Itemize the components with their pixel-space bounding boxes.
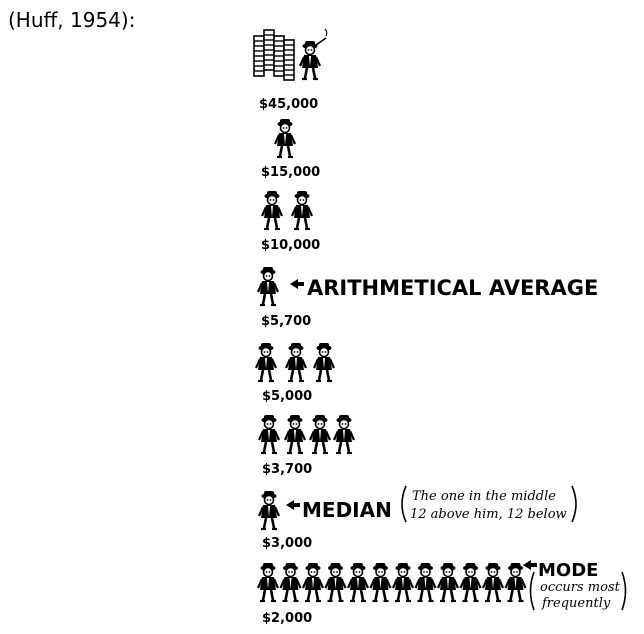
rich-man-icon bbox=[298, 28, 328, 81]
person-icon bbox=[459, 561, 482, 603]
person-icon bbox=[260, 189, 284, 231]
person-icon bbox=[284, 341, 308, 383]
arithmetical-average-label: ARITHMETICAL AVERAGE bbox=[307, 276, 598, 300]
salary-label: $5,000 bbox=[262, 389, 312, 404]
person-icon bbox=[332, 413, 356, 455]
person-icon bbox=[301, 561, 325, 603]
median-label: MEDIAN bbox=[302, 498, 392, 522]
left-bracket bbox=[529, 571, 535, 611]
person-icon bbox=[391, 561, 415, 603]
person-icon bbox=[308, 413, 332, 455]
mode-note-line-2: frequently bbox=[541, 596, 611, 611]
person-icon bbox=[436, 561, 460, 603]
person-icon bbox=[254, 341, 278, 383]
person-icon bbox=[369, 561, 392, 603]
salary-label: $3,700 bbox=[262, 462, 312, 477]
median-note-line-1: The one in the middle bbox=[412, 489, 556, 504]
row-3700: $3,700 bbox=[257, 413, 356, 477]
person-icon bbox=[324, 561, 347, 603]
salary-label: $2,000 bbox=[262, 611, 312, 626]
arrow-left-icon bbox=[523, 560, 537, 570]
mode-label: MODE bbox=[538, 560, 598, 581]
row-5700: ARITHMETICAL AVERAGE $5,700 bbox=[256, 265, 598, 329]
left-bracket bbox=[401, 485, 407, 523]
coin-stacks-icon bbox=[253, 29, 295, 81]
median-note-line-2: 12 above him, 12 below bbox=[410, 507, 567, 522]
person-icon bbox=[290, 189, 314, 231]
row-45000: $45,000 bbox=[253, 28, 328, 112]
arrow-left-icon bbox=[286, 500, 300, 510]
person-icon bbox=[279, 561, 302, 603]
person-icon bbox=[346, 561, 370, 603]
person-icon bbox=[283, 413, 307, 455]
row-3000: MEDIAN The one in the middle 12 above hi… bbox=[257, 485, 577, 551]
person-icon bbox=[256, 561, 280, 603]
row-5000: $5,000 bbox=[254, 341, 336, 404]
person-icon bbox=[257, 489, 281, 531]
salary-label: $5,700 bbox=[261, 314, 311, 329]
person-icon bbox=[257, 413, 281, 455]
person-icon bbox=[504, 561, 527, 603]
person-icon bbox=[312, 341, 336, 383]
salary-label: $45,000 bbox=[259, 97, 318, 112]
person-icon bbox=[273, 117, 297, 159]
person-icon bbox=[256, 265, 280, 307]
person-icon bbox=[414, 561, 437, 603]
salary-label: $10,000 bbox=[261, 238, 320, 253]
right-bracket bbox=[571, 485, 577, 523]
row-10000: $10,000 bbox=[260, 189, 320, 253]
mode-note-line-1: occurs most bbox=[540, 580, 621, 595]
arrow-left-icon bbox=[290, 279, 304, 289]
row-2000: MODE occurs most frequently $2,000 bbox=[256, 560, 627, 626]
right-bracket bbox=[621, 571, 627, 611]
salary-label: $15,000 bbox=[261, 165, 320, 180]
person-icon bbox=[481, 561, 505, 603]
row-15000: $15,000 bbox=[261, 117, 320, 180]
mode-people bbox=[256, 561, 527, 603]
salary-label: $3,000 bbox=[262, 536, 312, 551]
citation: (Huff, 1954): bbox=[8, 8, 136, 32]
